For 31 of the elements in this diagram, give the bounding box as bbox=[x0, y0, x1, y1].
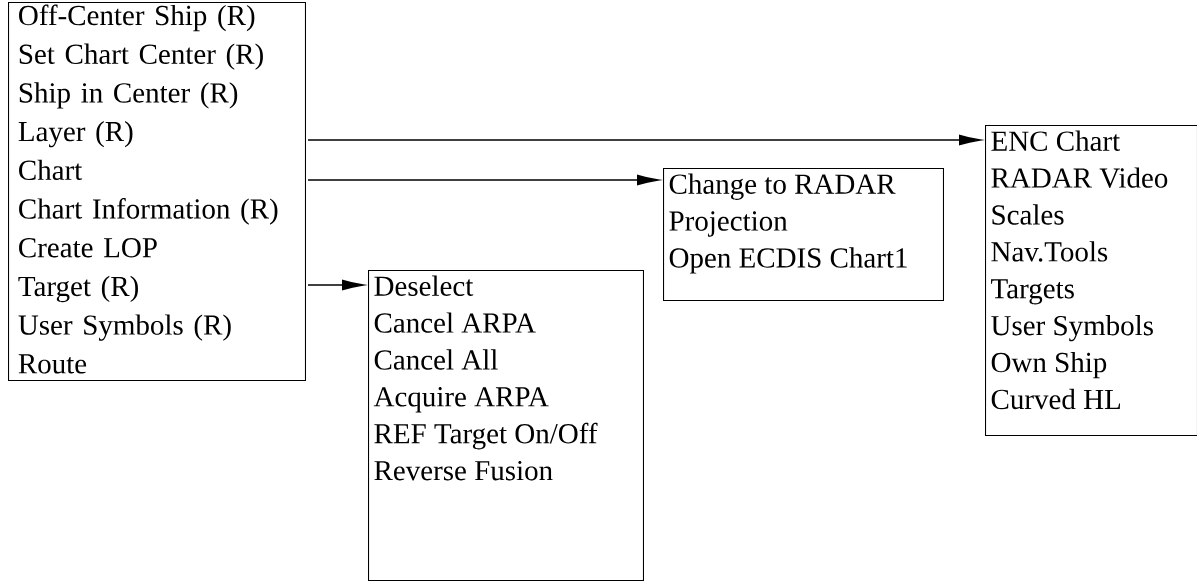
menu-item: Cancel ARPA bbox=[374, 312, 536, 333]
menu-item: Off-Center Ship (R) bbox=[19, 4, 255, 32]
menu-item: Create LOP bbox=[19, 238, 157, 258]
menu-item: REF Target On/Off bbox=[374, 422, 598, 450]
menu-item: Curved HL bbox=[991, 388, 1120, 410]
menu-item: User Symbols (R) bbox=[18, 314, 231, 341]
menu-item: Layer (R) bbox=[18, 121, 133, 148]
menu-item: Targets bbox=[991, 279, 1074, 305]
menu-item: User Symbols bbox=[991, 315, 1153, 342]
menu-item: Reverse Fusion bbox=[374, 460, 553, 481]
menu-box bbox=[368, 270, 644, 581]
menu-box bbox=[8, 2, 306, 381]
menu-item: Chart Information (R) bbox=[19, 198, 278, 225]
menu-item: Open ECDIS Chart1 bbox=[669, 247, 907, 274]
menu-item: Acquire ARPA bbox=[373, 387, 549, 413]
menu-item: Route bbox=[18, 354, 87, 374]
menu-item: Change to RADAR bbox=[669, 173, 896, 200]
menu-item: Own Ship bbox=[991, 351, 1107, 379]
menu-box bbox=[663, 168, 944, 302]
menu-item: ENC Chart bbox=[991, 130, 1120, 151]
menu-item: Scales bbox=[992, 204, 1064, 225]
menu-item: Projection bbox=[669, 211, 788, 237]
menu-item: Chart bbox=[19, 159, 83, 181]
menu-item: RADAR Video bbox=[991, 167, 1168, 188]
menu-item: Deselect bbox=[374, 275, 474, 296]
menu-box bbox=[985, 125, 1197, 436]
menu-item: Target (R) bbox=[18, 275, 138, 303]
menu-item: Nav.Tools bbox=[991, 241, 1108, 262]
menu-item: Cancel All bbox=[374, 349, 498, 370]
menu-item: Ship in Center (R) bbox=[19, 82, 238, 109]
menu-item: Set Chart Center (R) bbox=[19, 43, 263, 70]
